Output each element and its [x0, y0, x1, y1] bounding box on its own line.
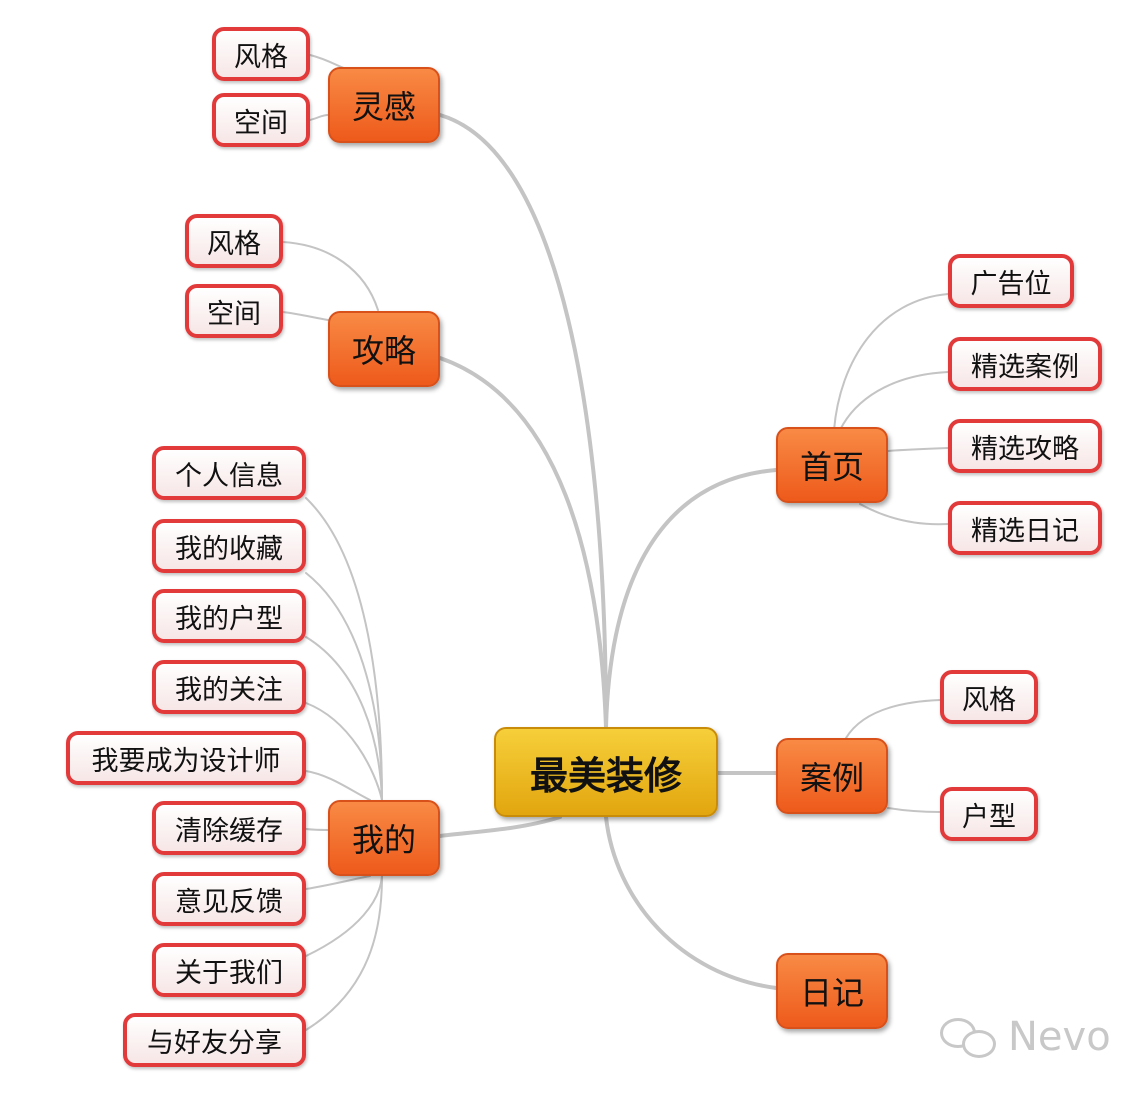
leaf-shouye-3: 精选攻略 [948, 419, 1102, 473]
wechat-icon [940, 1014, 1000, 1060]
leaf-anli-2: 户型 [940, 787, 1038, 841]
leaf-shouye-4: 精选日记 [948, 501, 1102, 555]
branch-wode: 我的 [328, 800, 440, 876]
watermark: Nevo [940, 1012, 1111, 1062]
leaf-shouye-1: 广告位 [948, 254, 1074, 308]
leaf-wode-2: 我的收藏 [152, 519, 306, 573]
branch-shouye: 首页 [776, 427, 888, 503]
link-wode-4 [305, 702, 383, 801]
link-gonglue-fengge [282, 241, 379, 311]
leaf-wode-8: 关于我们 [152, 943, 306, 997]
leaf-wode-1: 个人信息 [152, 446, 306, 500]
link-root-riji [604, 815, 778, 990]
link-anli-huxing [887, 807, 941, 813]
link-wode-7 [305, 875, 371, 890]
link-linggan-kongjian [309, 114, 329, 121]
leaf-wode-4: 我的关注 [152, 660, 306, 714]
link-wode-6 [305, 828, 329, 831]
link-shouye-4 [859, 503, 949, 526]
leaf-wode-9: 与好友分享 [123, 1013, 306, 1067]
link-wode-5 [305, 770, 371, 801]
leaf-linggan-1: 风格 [212, 27, 310, 81]
leaf-wode-5: 我要成为设计师 [66, 731, 306, 785]
leaf-wode-7: 意见反馈 [152, 872, 306, 926]
link-wode-3 [305, 636, 383, 801]
link-wode-9 [305, 875, 383, 1031]
link-root-gonglue [438, 356, 608, 729]
leaf-wode-6: 清除缓存 [152, 801, 306, 855]
branch-anli: 案例 [776, 738, 888, 814]
watermark-text: Nevo [1008, 1014, 1111, 1060]
root-node: 最美装修 [494, 727, 718, 817]
link-shouye-1 [833, 293, 949, 431]
link-wode-2 [305, 572, 383, 801]
link-root-linggan [438, 113, 608, 729]
link-wode-1 [305, 497, 383, 801]
branch-linggan: 灵感 [328, 67, 440, 143]
branch-gonglue: 攻略 [328, 311, 440, 387]
link-root-shouye [604, 468, 778, 729]
leaf-wode-3: 我的户型 [152, 589, 306, 643]
link-root-wode [438, 815, 562, 838]
link-gonglue-kongjian [282, 311, 329, 321]
link-wode-8 [305, 875, 383, 957]
leaf-anli-1: 风格 [940, 670, 1038, 724]
branch-riji: 日记 [776, 953, 888, 1029]
link-shouye-2 [839, 371, 949, 431]
leaf-gonglue-2: 空间 [185, 284, 283, 338]
leaf-gonglue-1: 风格 [185, 214, 283, 268]
link-anli-fengge [845, 699, 941, 739]
link-shouye-3 [887, 447, 949, 452]
leaf-linggan-2: 空间 [212, 93, 310, 147]
leaf-shouye-2: 精选案例 [948, 337, 1102, 391]
